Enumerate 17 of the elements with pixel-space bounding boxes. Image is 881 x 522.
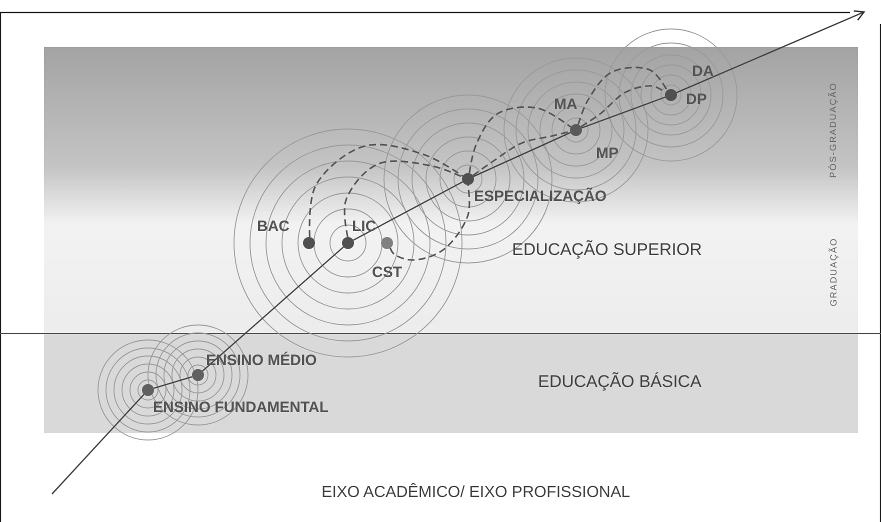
- band-label: EDUCAÇÃO BÁSICA: [538, 372, 702, 392]
- axis-label: EIXO ACADÊMICO/ EIXO PROFISSIONAL: [322, 484, 630, 502]
- stage-label: ENSINO FUNDAMENTAL: [153, 400, 329, 415]
- axis-arrow: [676, 10, 865, 94]
- dashed-path: [468, 106, 572, 174]
- stage-label: MP: [596, 146, 618, 161]
- level-label: PÓS-GRADUAÇÃO: [828, 82, 838, 178]
- dashed-path: [308, 144, 464, 238]
- dashed-path: [344, 160, 463, 238]
- band-label: EDUCAÇÃO SUPERIOR: [512, 240, 702, 260]
- dashed-path: [577, 66, 668, 125]
- stage-label: DA: [692, 64, 714, 79]
- stage-label: ESPECIALIZAÇÃO: [474, 189, 607, 204]
- stage-label: DP: [686, 92, 707, 107]
- dashed-path: [389, 184, 470, 261]
- stage-label: MA: [554, 97, 578, 112]
- level-label: GRADUAÇÃO: [828, 238, 838, 306]
